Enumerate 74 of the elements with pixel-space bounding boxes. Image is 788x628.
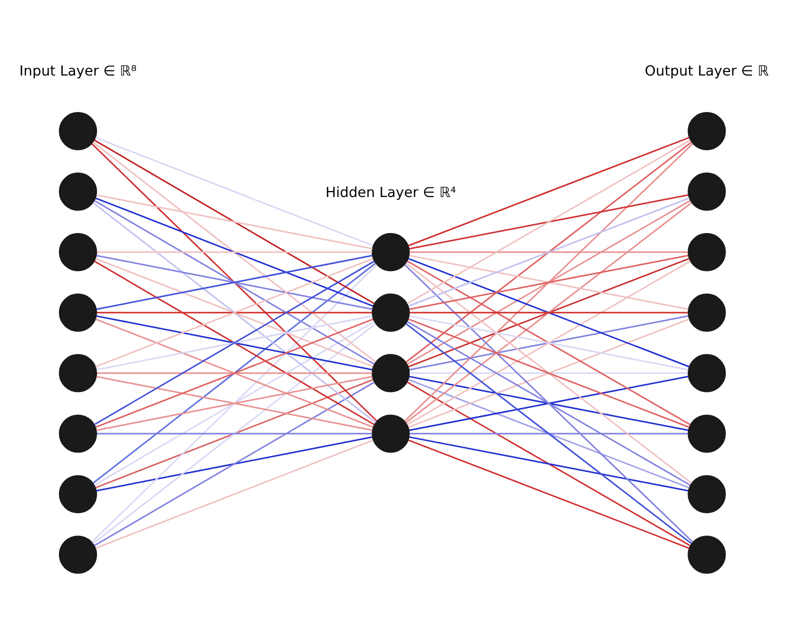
node-circle	[688, 535, 726, 574]
connector	[92, 262, 376, 484]
connector	[406, 141, 692, 362]
connector	[95, 378, 374, 488]
connector	[95, 318, 374, 428]
connector	[94, 320, 375, 486]
connector	[96, 372, 372, 374]
node-circle	[58, 414, 98, 452]
connector	[409, 311, 688, 313]
node-circle	[58, 474, 98, 513]
connector	[92, 202, 376, 423]
connector	[91, 142, 378, 422]
connector	[408, 318, 690, 428]
node-circle	[58, 354, 98, 392]
connector	[409, 194, 688, 249]
connector	[409, 254, 688, 310]
node-circle	[688, 414, 726, 452]
node-circle	[688, 172, 726, 210]
connector	[406, 262, 692, 484]
connector	[96, 436, 373, 491]
connector	[409, 432, 688, 434]
connector	[94, 381, 375, 546]
connector	[409, 436, 688, 491]
label: Input Layer ∈ ℝ⁸	[19, 63, 137, 80]
connector	[409, 314, 688, 370]
connector	[406, 320, 691, 486]
node-circle	[372, 354, 410, 392]
connector	[409, 250, 688, 252]
connector	[96, 250, 372, 252]
node-circle	[688, 354, 726, 392]
connector	[409, 375, 688, 430]
connector	[96, 314, 373, 370]
connector	[94, 260, 375, 425]
label: Hidden Layer ∈ ℝ⁴	[325, 184, 456, 200]
node-circle	[372, 414, 410, 452]
node-circle	[58, 172, 98, 210]
connector	[95, 136, 374, 246]
connector	[92, 141, 376, 362]
connector	[91, 264, 378, 542]
connector	[96, 254, 373, 310]
connector	[96, 432, 372, 434]
node-circle	[688, 232, 726, 271]
connector	[96, 194, 373, 249]
connector	[409, 372, 688, 374]
connector	[408, 438, 690, 548]
connector	[96, 311, 372, 313]
connector	[406, 139, 691, 304]
connector	[408, 196, 690, 306]
label: Output Layer ∈ ℝ	[644, 63, 769, 80]
connector	[95, 257, 374, 367]
connector	[406, 322, 692, 544]
node-circle	[58, 112, 98, 150]
connector	[95, 196, 374, 306]
node-circle	[58, 535, 98, 574]
connector	[95, 439, 374, 548]
node-circle	[688, 293, 726, 332]
connector	[408, 136, 690, 246]
connector	[404, 264, 694, 542]
node-circle	[688, 112, 726, 150]
connector	[406, 381, 691, 546]
connector	[94, 199, 375, 364]
connector	[406, 202, 692, 423]
node-circle	[688, 474, 726, 513]
connector	[92, 322, 376, 544]
connector	[94, 138, 375, 304]
connector	[96, 375, 373, 430]
connector	[408, 257, 690, 367]
node-circle	[58, 293, 98, 332]
connector	[406, 200, 691, 364]
connector	[404, 142, 694, 422]
node-circle	[372, 232, 410, 271]
node-circle	[58, 232, 98, 271]
node-circle	[372, 293, 410, 332]
connector	[408, 378, 690, 488]
